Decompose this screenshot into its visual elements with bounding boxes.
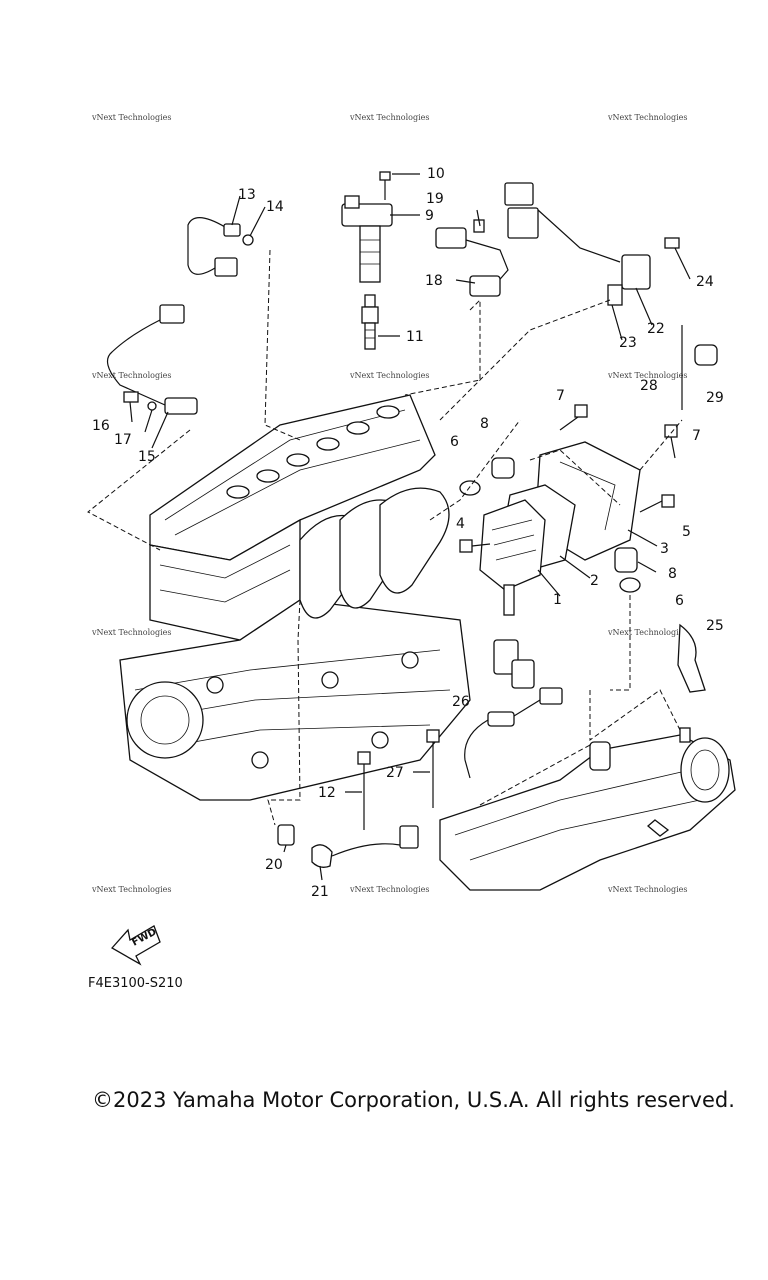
callout-21: 21 (311, 884, 329, 900)
pressure-sensor (435, 219, 509, 297)
watermark: vNext Technologies (91, 885, 171, 894)
callout-9: 9 (425, 208, 434, 224)
callout-10: 10 (427, 166, 445, 182)
forward-arrow-icon: FWD (110, 925, 161, 966)
callout-6b: 6 (675, 593, 684, 609)
callout-5: 5 (682, 524, 691, 540)
callout-29: 29 (706, 390, 724, 406)
ecu-assembly (479, 441, 641, 689)
diagram-reference-code: F4E3100-S210 (88, 976, 183, 991)
grommet-and-tie (681, 325, 718, 410)
callout-16: 16 (92, 418, 110, 434)
callout-13: 13 (238, 187, 256, 203)
watermark: vNext Technologies (91, 371, 171, 380)
callout-19: 19 (426, 191, 444, 207)
callout-28: 28 (640, 378, 658, 394)
watermark: vNext Technologies (349, 113, 429, 122)
callout-8b: 8 (668, 566, 677, 582)
watermark: vNext Technologies (349, 371, 429, 380)
callout-4: 4 (456, 516, 465, 532)
exhaust-pipe-illustration (439, 727, 736, 891)
callout-26: 26 (452, 694, 470, 710)
callout-17: 17 (114, 432, 132, 448)
cam-position-sensor (106, 304, 198, 415)
watermark: vNext Technologies (91, 628, 171, 637)
sensors-right (464, 623, 706, 779)
spark-plug (361, 294, 379, 350)
leader-lines (87, 173, 691, 881)
callout-12: 12 (318, 785, 336, 801)
copyright-notice: ©2023 Yamaha Motor Corporation, U.S.A. A… (92, 1088, 735, 1112)
callout-22: 22 (647, 321, 665, 337)
callout-18: 18 (425, 273, 443, 289)
callout-27: 27 (386, 765, 404, 781)
callout-8: 8 (480, 416, 489, 432)
wire-harness-connector (504, 182, 680, 306)
callout-2: 2 (590, 573, 599, 589)
callout-1: 1 (553, 592, 562, 608)
watermark: vNext Technologies (607, 113, 687, 122)
callout-14: 14 (266, 199, 284, 215)
watermark: vNext Technologies (607, 371, 687, 380)
temperature-sensor (187, 217, 254, 277)
callout-25: 25 (706, 618, 724, 634)
callout-15: 15 (138, 449, 156, 465)
callout-24: 24 (696, 274, 714, 290)
callout-7b: 7 (692, 428, 701, 444)
callout-7: 7 (556, 388, 565, 404)
engine-block-illustration (119, 394, 471, 801)
ignition-coil (341, 171, 393, 283)
watermark: vNext Technologies (91, 113, 171, 122)
watermark: vNext Technologies (607, 885, 687, 894)
exploded-parts-diagram: vNext Technologies vNext Technologies vN… (87, 113, 736, 966)
callout-20: 20 (265, 857, 283, 873)
callout-23: 23 (619, 335, 637, 351)
sensors-lower (277, 824, 419, 868)
callout-labels: 1 2 3 4 5 6 6 7 7 8 8 9 10 11 12 13 14 1… (92, 166, 724, 900)
watermark: vNext Technologies (349, 885, 429, 894)
cable-ties (357, 729, 440, 830)
callout-11: 11 (406, 329, 424, 345)
fasteners (459, 404, 678, 593)
watermark: vNext Technologies (607, 628, 687, 637)
callout-3: 3 (660, 541, 669, 557)
callout-6: 6 (450, 434, 459, 450)
